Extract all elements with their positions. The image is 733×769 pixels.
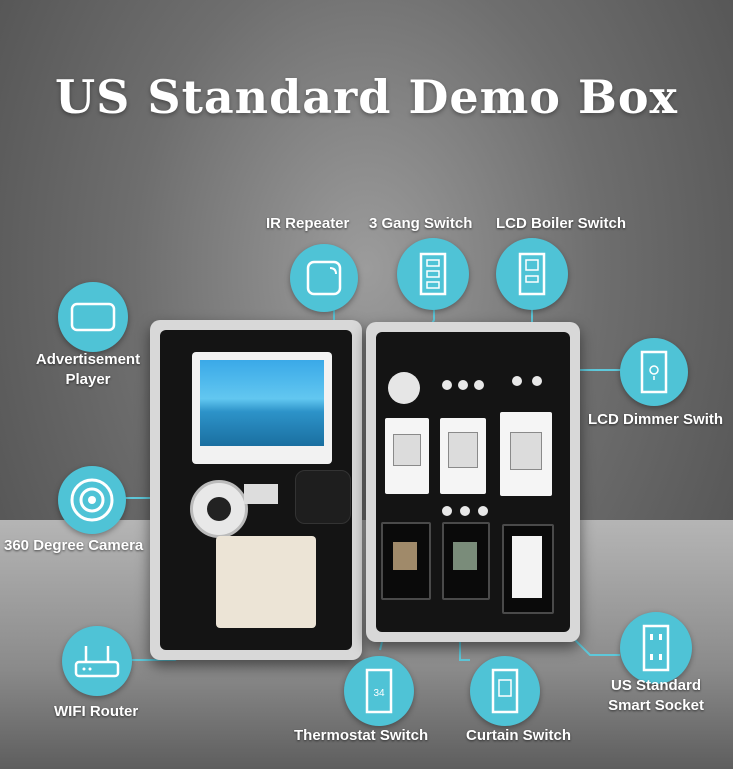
smart-socket-bubble xyxy=(620,612,692,684)
curtain-switch-icon xyxy=(491,668,519,714)
indicator-dot xyxy=(474,380,484,390)
camera-bubble xyxy=(58,466,126,534)
panel-switch-3 xyxy=(500,412,552,496)
screen-image xyxy=(200,360,324,446)
curtain-switch-bubble xyxy=(470,656,540,726)
label-lcd-boiler-switch: LCD Boiler Switch xyxy=(496,215,627,232)
label-ir-repeater: IR Repeater xyxy=(266,215,350,232)
label-camera: 360 Degree Camera xyxy=(4,537,144,554)
lcd-boiler-switch-icon xyxy=(518,252,546,296)
indicator-dot xyxy=(460,506,470,516)
label-curtain-switch: Curtain Switch xyxy=(466,727,572,744)
label-advertisement-player-line1: Advertisement xyxy=(35,351,141,368)
label-smart-socket-line1: US Standard xyxy=(610,677,701,694)
panel-switch-1 xyxy=(385,418,429,494)
page-title: US Standard Demo Box xyxy=(55,70,678,124)
panel-switch-2 xyxy=(440,418,486,494)
thermostat-switch-bubble: 34 xyxy=(344,656,414,726)
smart-socket-icon xyxy=(642,624,670,672)
ir-repeater-bubble xyxy=(290,244,358,312)
indicator-dot xyxy=(442,506,452,516)
device-label-card xyxy=(244,484,278,504)
three-gang-switch-icon xyxy=(419,252,447,296)
wifi-router-bubble xyxy=(62,626,132,696)
curtain-switch-device xyxy=(442,522,490,600)
lcd-boiler-switch-bubble xyxy=(496,238,568,310)
wifi-router-icon xyxy=(74,646,120,678)
indicator-dot xyxy=(532,376,542,386)
three-gang-switch-bubble xyxy=(397,238,469,310)
label-three-gang-switch: 3 Gang Switch xyxy=(369,215,473,232)
advertisement-player-icon xyxy=(70,302,116,332)
indicator-dot xyxy=(478,506,488,516)
ir-repeater-device xyxy=(295,470,351,524)
indicator-dot xyxy=(458,380,468,390)
camera-device xyxy=(190,480,248,538)
lcd-dimmer-switch-icon xyxy=(640,350,668,394)
advertisement-player-bubble xyxy=(58,282,128,352)
label-wifi-router: WIFI Router xyxy=(54,703,139,720)
label-advertisement-player-line2: Player xyxy=(65,371,111,388)
round-sensor xyxy=(388,372,420,404)
wifi-router-pouch xyxy=(216,536,316,628)
indicator-dot xyxy=(442,380,452,390)
thermostat-switch-device xyxy=(381,522,431,600)
camera-icon xyxy=(70,478,114,522)
ir-repeater-icon xyxy=(306,260,342,296)
lcd-dimmer-switch-bubble xyxy=(620,338,688,406)
label-lcd-dimmer-switch: LCD Dimmer Swith xyxy=(588,411,724,428)
smart-socket-device xyxy=(502,524,554,614)
label-smart-socket-line2: Smart Socket xyxy=(608,697,704,714)
thermostat-icon-value: 34 xyxy=(373,688,385,699)
label-thermostat-switch: Thermostat Switch xyxy=(294,727,429,744)
indicator-dot xyxy=(512,376,522,386)
thermostat-switch-icon: 34 xyxy=(365,668,393,714)
advertisement-player-screen xyxy=(192,352,332,464)
